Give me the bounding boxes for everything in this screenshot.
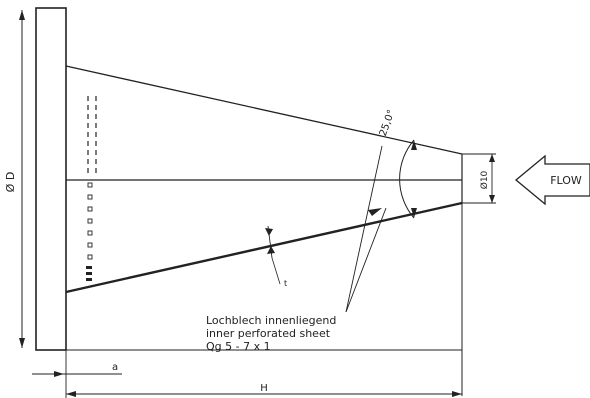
flange-plate	[35, 7, 67, 351]
flow-label: FLOW	[550, 174, 582, 187]
cone-bottom-edge	[65, 201, 463, 294]
sheet-thickness-marker: t	[265, 225, 287, 288]
note-line-1: Lochblech innenliegend	[206, 314, 336, 327]
thickness-mark-label: t	[284, 279, 287, 288]
angle-label: 25,0°	[378, 108, 398, 137]
note-leaders	[345, 145, 387, 313]
outlet-diameter-label: Ø10	[479, 170, 490, 189]
note-line-2: inner perforated sheet	[206, 327, 331, 340]
dimension-h-label: H	[260, 383, 268, 394]
diameter-dimension: Ø D	[4, 10, 25, 348]
outlet-dimension: Ø10	[462, 153, 496, 204]
angle-dimension: 25,0°	[378, 108, 417, 219]
note-line-3: Qg 5 - 7 x 1	[206, 340, 271, 353]
dimension-h: H	[66, 383, 462, 397]
flow-arrow: FLOW	[514, 154, 590, 206]
cone-outline	[65, 65, 463, 396]
flow-arrow-shape	[514, 154, 590, 206]
cone-top-edge	[65, 65, 463, 155]
diameter-label: Ø D	[4, 172, 17, 193]
dimension-a-label: a	[112, 362, 118, 373]
perforated-sheet	[86, 96, 97, 281]
dimension-a: a	[32, 350, 122, 398]
